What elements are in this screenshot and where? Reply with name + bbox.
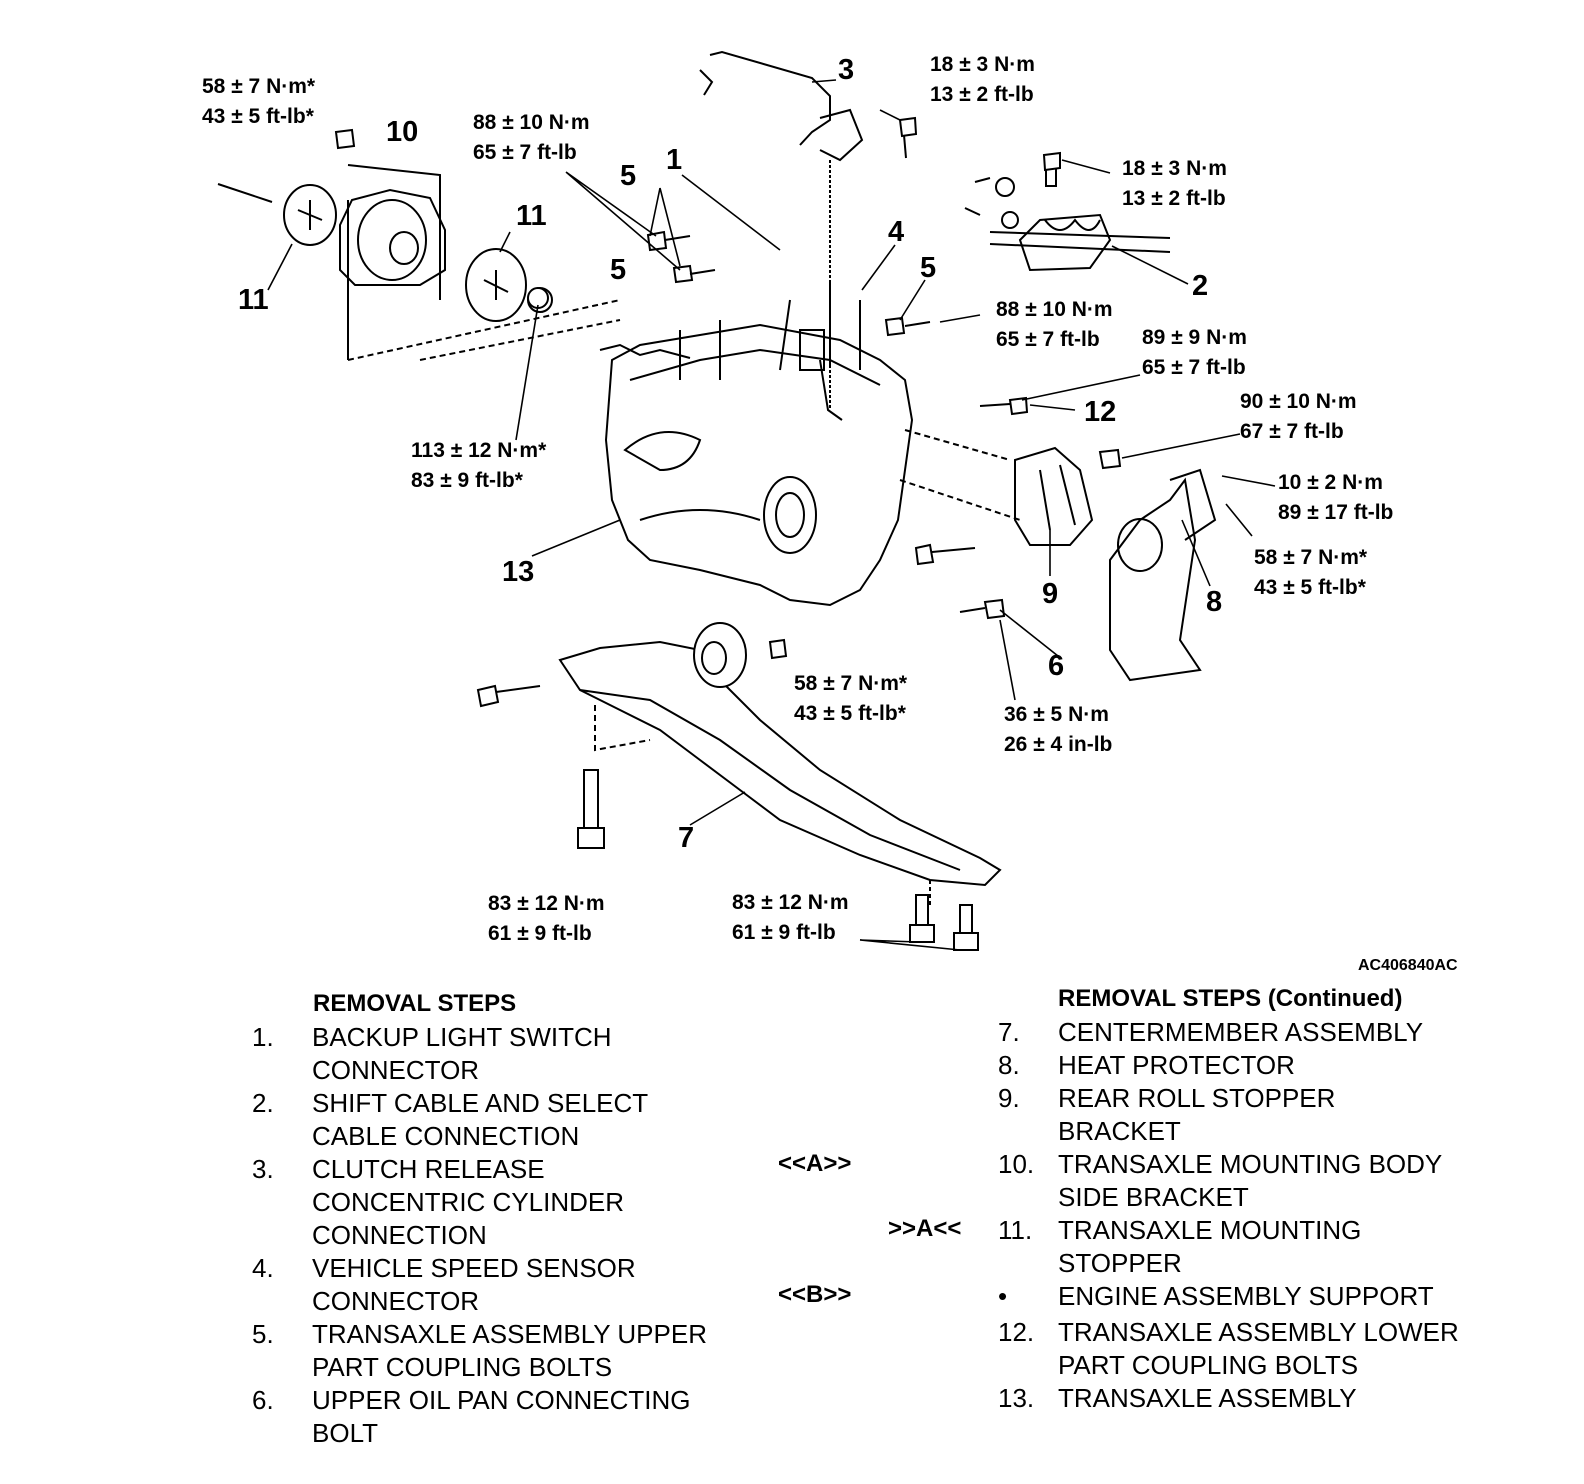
bolts-drawing	[334, 116, 1122, 951]
callout-12: 12	[1084, 396, 1117, 428]
mounting-stopper-drawing	[217, 183, 553, 322]
callout-9: 9	[1042, 578, 1059, 610]
callout-5-top: 5	[620, 160, 637, 192]
mounting-bracket-drawing	[339, 164, 621, 361]
torque-centermember-nut: 58 ± 7 N·m*43 ± 5 ft-lb*	[794, 672, 908, 725]
removal-steps-title: REMOVAL STEPS	[313, 990, 517, 1017]
callout-11-right: 11	[516, 200, 547, 232]
callout-3: 3	[838, 54, 855, 86]
removal-steps-continued-title: REMOVAL STEPS (Continued)	[1058, 985, 1403, 1012]
callout-13: 13	[502, 556, 535, 588]
callout-8: 8	[1206, 586, 1223, 618]
callout-2: 2	[1192, 270, 1209, 302]
service-mark-removal-a: <<A>>	[778, 1150, 852, 1177]
centermember-drawing	[558, 622, 1002, 905]
callout-5-left: 5	[610, 254, 627, 286]
clutch-line-drawing	[699, 50, 864, 410]
transaxle-assembly-drawing	[599, 280, 914, 607]
service-mark-removal-b: <<B>>	[778, 1281, 852, 1308]
service-mark-install-a: >>A<<	[888, 1215, 962, 1242]
callout-1: 1	[666, 144, 683, 176]
shift-cable-drawing	[964, 157, 1171, 272]
callout-10: 10	[386, 116, 419, 148]
figure-code: AC406840AC	[1358, 957, 1458, 974]
callout-11-left: 11	[238, 284, 269, 316]
exploded-view-diagram	[217, 50, 1276, 951]
torque-mount-stud: 113 ± 12 N·m*83 ± 9 ft-lb*	[411, 439, 547, 492]
torque-mount-nut: 58 ± 7 N·m*43 ± 5 ft-lb*	[202, 75, 316, 128]
roll-stopper-drawing	[899, 429, 1217, 682]
callout-6: 6	[1048, 650, 1065, 682]
leader-lines	[267, 79, 1276, 951]
callout-7: 7	[678, 822, 695, 854]
callout-5-right: 5	[920, 252, 937, 284]
callout-4: 4	[888, 216, 905, 248]
torque-roll-stopper-nut: 58 ± 7 N·m*43 ± 5 ft-lb*	[1254, 546, 1368, 599]
